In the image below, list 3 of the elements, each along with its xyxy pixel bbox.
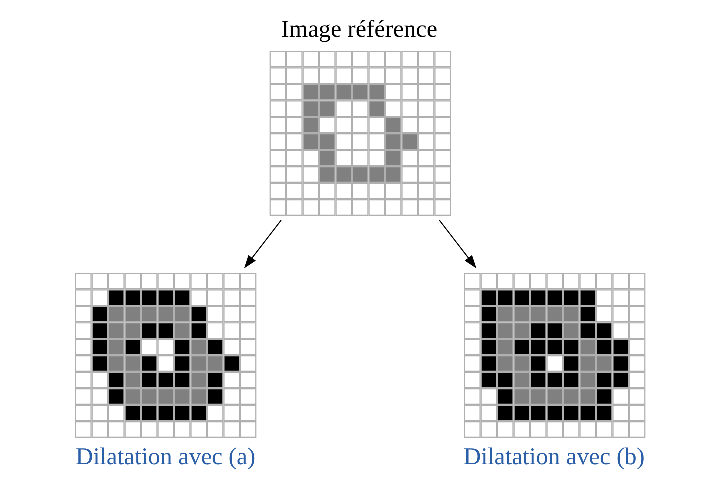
node-label: Dilatation avec (a): [75, 443, 256, 470]
node-label: Dilatation avec (b): [463, 443, 644, 470]
node-label: Image référence: [280, 16, 438, 43]
